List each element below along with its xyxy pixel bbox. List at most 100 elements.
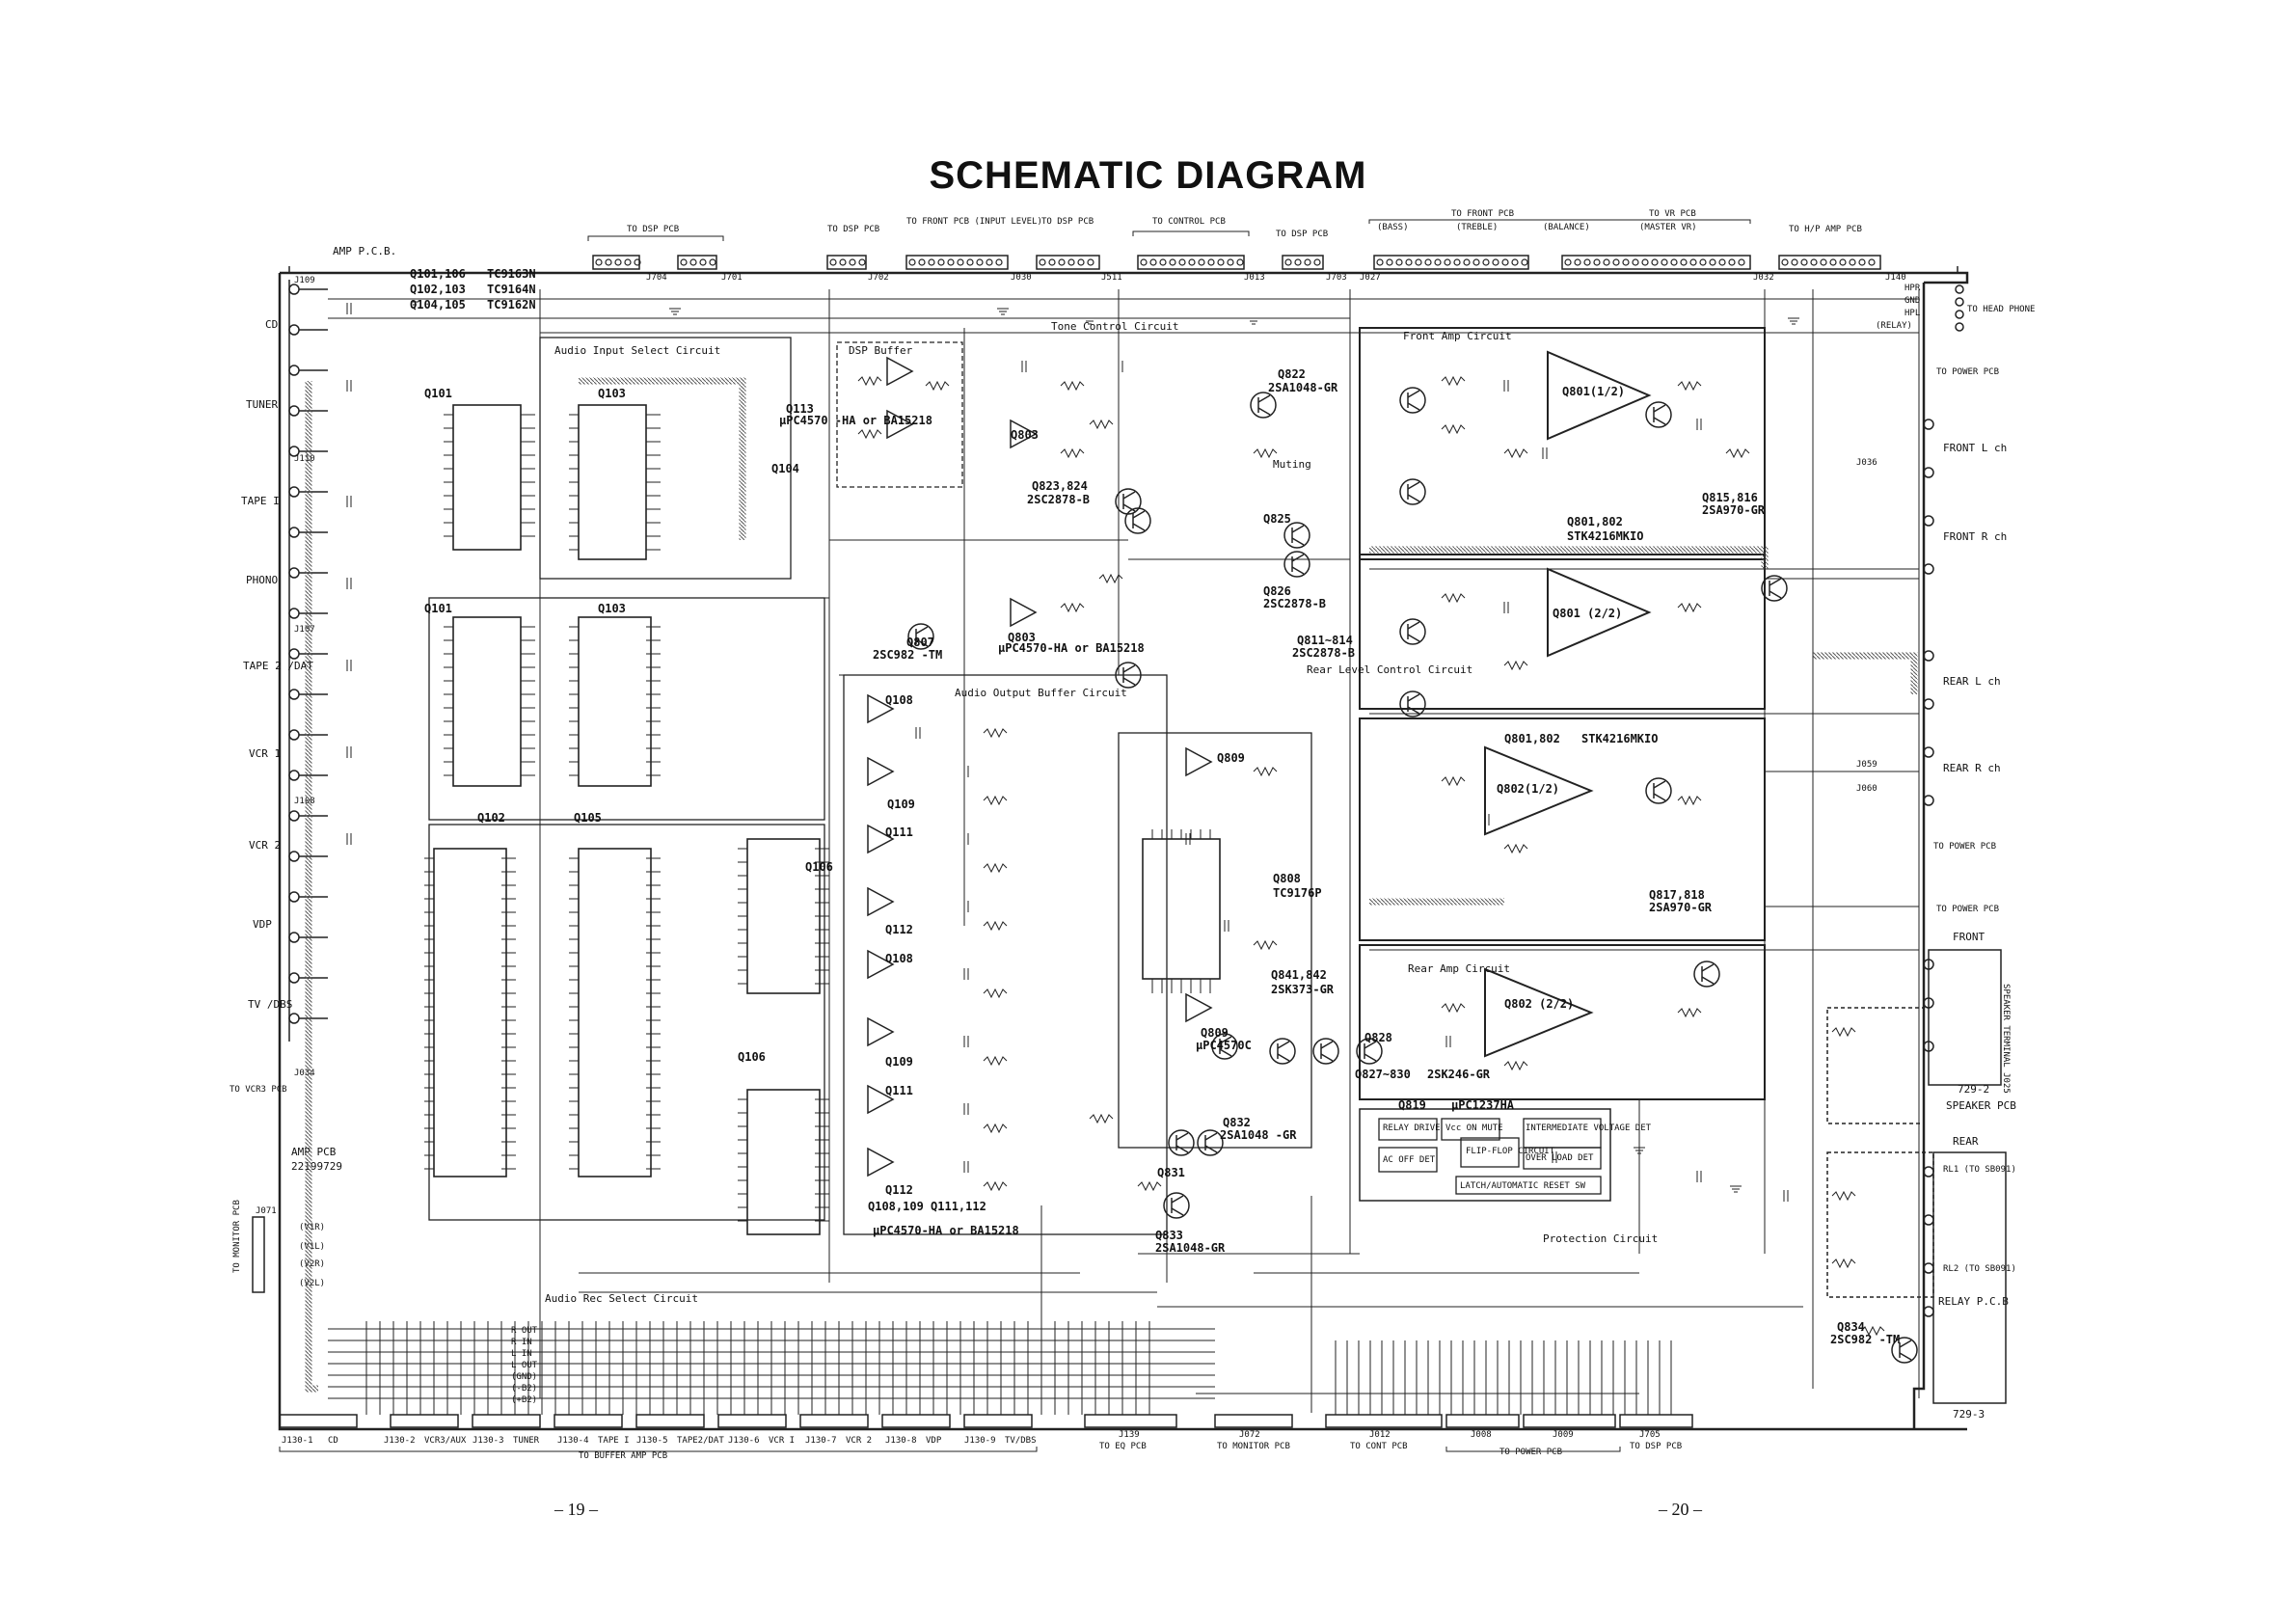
connector-pin	[1622, 258, 1630, 266]
connector-pin	[1067, 258, 1075, 266]
svg-text:Q112: Q112	[885, 1183, 913, 1197]
svg-text:2SA1048-GR: 2SA1048-GR	[1155, 1241, 1226, 1255]
transistor-emitter	[1320, 1053, 1334, 1062]
svg-text:AC OFF DET: AC OFF DET	[1383, 1155, 1436, 1165]
svg-text:OVER LOAD DET: OVER LOAD DET	[1526, 1153, 1594, 1163]
ic-labels: Q101 Q101 Q102 Q103 Q103 Q104 Q105 Q106 …	[424, 385, 1658, 1237]
shield-traces	[305, 377, 1918, 1393]
transistor	[1693, 961, 1720, 988]
resistor	[1253, 447, 1278, 459]
svg-text:J036: J036	[1856, 458, 1877, 468]
svg-text:J130-3: J130-3	[473, 1436, 504, 1446]
svg-text:2SC982 -TM: 2SC982 -TM	[1830, 1333, 1900, 1346]
connector-pin	[1699, 258, 1707, 266]
transistor-collector	[1219, 1036, 1232, 1044]
board-tick-marks	[288, 266, 1958, 273]
svg-text:µPC4570-HA or BA15218: µPC4570-HA or BA15218	[998, 641, 1145, 655]
connector-pin	[605, 258, 612, 266]
svg-text:TO FRONT PCB (INPUT LEVEL): TO FRONT PCB (INPUT LEVEL)	[906, 217, 1042, 227]
op-amp	[867, 1147, 895, 1177]
connector-pin	[1492, 258, 1499, 266]
connector-pin	[1728, 258, 1736, 266]
jack-terminal	[288, 365, 300, 376]
svg-text:Q831: Q831	[1157, 1166, 1185, 1179]
jack-terminal	[288, 527, 300, 538]
svg-text:Q104,105: Q104,105	[410, 298, 466, 311]
op-amp	[867, 693, 895, 724]
bottom-bus	[328, 1328, 1215, 1399]
svg-text:TUNER: TUNER	[246, 398, 278, 411]
svg-text:(BALANCE): (BALANCE)	[1543, 223, 1590, 232]
connector-pin	[986, 258, 993, 266]
connector-pin	[1868, 258, 1876, 266]
transistor-emitter	[1122, 677, 1136, 686]
transistor-collector	[1204, 1132, 1218, 1141]
connector-pin	[1149, 258, 1157, 266]
svg-text:Q819: Q819	[1398, 1098, 1426, 1112]
svg-text:2SA1048-GR: 2SA1048-GR	[1268, 381, 1338, 394]
svg-text:STK4216MKIO: STK4216MKIO	[1581, 732, 1658, 745]
svg-text:TAPE I: TAPE I	[241, 495, 280, 507]
svg-text:µPC1237HA: µPC1237HA	[1451, 1098, 1515, 1112]
svg-text:VCR 1: VCR 1	[249, 747, 281, 760]
svg-text:µPC4570-HA or BA15218: µPC4570-HA or BA15218	[873, 1224, 1019, 1237]
svg-text:Q103: Q103	[598, 602, 626, 615]
connector-pin	[1169, 258, 1176, 266]
jack-terminal	[1923, 1166, 1934, 1177]
resistor	[1677, 602, 1702, 613]
jack-terminal	[1923, 1306, 1934, 1317]
connector-pin	[709, 258, 716, 266]
svg-text:Q826: Q826	[1263, 584, 1291, 598]
transistor-collector	[1769, 578, 1782, 586]
protection-block-text: RELAY DRIVE Vcc ON MUTE FLIP-FLOP CIRCUI…	[1383, 1123, 1652, 1191]
transistor-emitter	[1175, 1145, 1189, 1153]
svg-text:TO VR PCB: TO VR PCB	[1649, 209, 1696, 219]
svg-text:VCR 2: VCR 2	[249, 839, 281, 852]
svg-text:J009: J009	[1553, 1430, 1574, 1440]
jack-terminal	[1923, 515, 1934, 527]
connector-pin	[1217, 258, 1225, 266]
connector-pin	[1178, 258, 1186, 266]
svg-text:VDP: VDP	[253, 918, 272, 931]
connector-pin	[1810, 258, 1818, 266]
svg-text:RL1 (TO SB091): RL1 (TO SB091)	[1943, 1165, 2016, 1175]
connector-pin	[1791, 258, 1798, 266]
jack-terminal	[288, 729, 300, 741]
svg-text:TO MONITOR PCB: TO MONITOR PCB	[232, 1200, 242, 1273]
svg-text:729-2: 729-2	[1958, 1083, 1989, 1096]
connector-pin	[1284, 258, 1292, 266]
svg-text:Q108: Q108	[885, 693, 913, 707]
resistor	[1253, 939, 1278, 951]
connector-pin	[1482, 258, 1490, 266]
transistor-emitter	[915, 638, 929, 647]
connector-pin	[1839, 258, 1847, 266]
transistor-collector	[1257, 394, 1271, 403]
jack-terminal	[1923, 746, 1934, 758]
svg-text:REAR R ch: REAR R ch	[1943, 762, 2001, 774]
svg-text:Q103: Q103	[598, 387, 626, 400]
jack-terminal	[288, 648, 300, 660]
connector-pin	[1236, 258, 1244, 266]
resistor	[1441, 1002, 1466, 1014]
connector-pin	[1058, 258, 1066, 266]
svg-text:J702: J702	[868, 273, 889, 283]
right-output-labels: FRONT L ch J036 FRONT R ch REAR L ch J05…	[1856, 442, 2007, 794]
transistor	[1891, 1337, 1918, 1364]
svg-text:Q822: Q822	[1278, 367, 1306, 381]
transistor-collector	[1407, 693, 1420, 702]
svg-text:(TREBLE): (TREBLE)	[1456, 223, 1498, 232]
svg-text:Audio Output Buffer Circuit: Audio Output Buffer Circuit	[955, 687, 1127, 699]
transistor-emitter	[1204, 1145, 1218, 1153]
resistor	[1098, 573, 1123, 584]
jack-terminal	[288, 1013, 300, 1024]
svg-text:Q834: Q834	[1837, 1320, 1865, 1334]
connector-pin	[1313, 258, 1321, 266]
svg-text:J130-9: J130-9	[964, 1436, 996, 1446]
svg-text:Q801,802: Q801,802	[1504, 732, 1560, 745]
transistor-collector	[1175, 1132, 1189, 1141]
svg-text:Q802(1/2): Q802(1/2)	[1497, 782, 1559, 796]
transistor	[1399, 690, 1426, 717]
svg-text:J013: J013	[1244, 273, 1265, 283]
transistor-collector	[1407, 621, 1420, 630]
board-label: AMP P.C.B.	[333, 245, 396, 257]
